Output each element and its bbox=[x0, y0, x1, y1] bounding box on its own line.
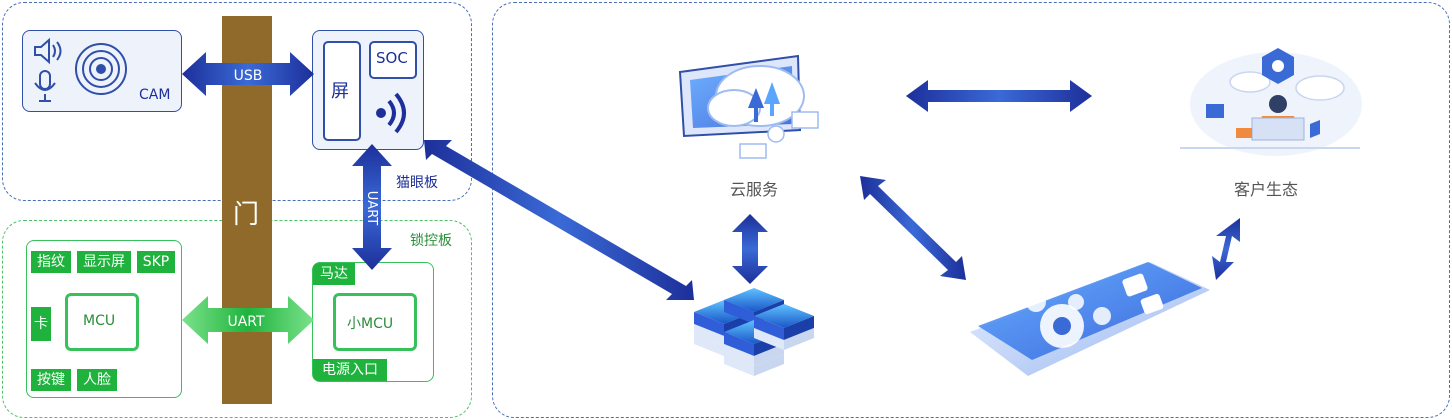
door-label: 门 bbox=[233, 200, 260, 230]
cloud-service-label: 云服务 bbox=[730, 180, 779, 199]
cloud-region bbox=[492, 2, 1450, 418]
soc-label: SOC bbox=[376, 49, 408, 67]
tag-keypad: 按键 bbox=[31, 369, 71, 391]
usb-arrow: USB bbox=[182, 52, 314, 96]
cloud-ecosystem-arrow bbox=[906, 80, 1092, 112]
ecosystem-icon bbox=[1180, 48, 1362, 156]
small-mcu-chip bbox=[333, 293, 417, 351]
mcu-module-box: 指纹 显示屏 SKP 卡 MCU 按键 人脸 bbox=[26, 240, 182, 398]
screen-box bbox=[323, 41, 361, 141]
cloud-service-icon bbox=[678, 54, 819, 159]
soc-box bbox=[369, 41, 417, 79]
ecosystem-phone-arrow bbox=[1212, 218, 1240, 280]
wifi-icon bbox=[376, 92, 406, 134]
phone-app-icon bbox=[970, 262, 1210, 376]
peripheral-icons bbox=[34, 37, 127, 102]
motor-tag: 马达 bbox=[313, 263, 355, 285]
lock-board-label: 锁控板 bbox=[410, 233, 452, 249]
lock-uart-label: UART bbox=[227, 314, 265, 330]
small-mcu-module-box: 马达 小MCU 电源入口 bbox=[312, 262, 434, 382]
tag-fingerprint: 指纹 bbox=[31, 251, 71, 273]
peephole-board-label: 猫眼板 bbox=[396, 175, 438, 191]
tag-display: 显示屏 bbox=[77, 251, 131, 273]
cloud-server-arrow bbox=[732, 214, 768, 284]
tag-card: 卡 bbox=[31, 307, 51, 341]
peephole-uart-arrow: UART bbox=[352, 144, 392, 270]
tag-face: 人脸 bbox=[77, 369, 117, 391]
tag-skp: SKP bbox=[137, 251, 175, 273]
disc-icon bbox=[75, 43, 127, 95]
mcu-chip bbox=[65, 293, 139, 351]
mcu-label: MCU bbox=[83, 313, 116, 329]
soc-module-box: 屏 SOC bbox=[312, 30, 424, 150]
screen-label: 屏 bbox=[331, 81, 349, 102]
cam-label: CAM bbox=[139, 87, 171, 103]
microphone-icon bbox=[34, 70, 56, 102]
speaker-icon bbox=[34, 37, 62, 65]
server-stack-icon bbox=[694, 288, 814, 376]
peephole-uart-label: UART bbox=[364, 191, 379, 225]
soc-server-arrow bbox=[424, 140, 694, 300]
ecosystem-label: 客户生态 bbox=[1234, 180, 1299, 199]
usb-arrow-label: USB bbox=[234, 68, 263, 84]
peripherals-box: CAM bbox=[22, 30, 182, 112]
power-tag: 电源入口 bbox=[313, 359, 387, 381]
lock-uart-arrow: UART bbox=[182, 296, 314, 344]
cloud-phone-arrow bbox=[860, 176, 966, 280]
small-mcu-label: 小MCU bbox=[347, 316, 394, 332]
